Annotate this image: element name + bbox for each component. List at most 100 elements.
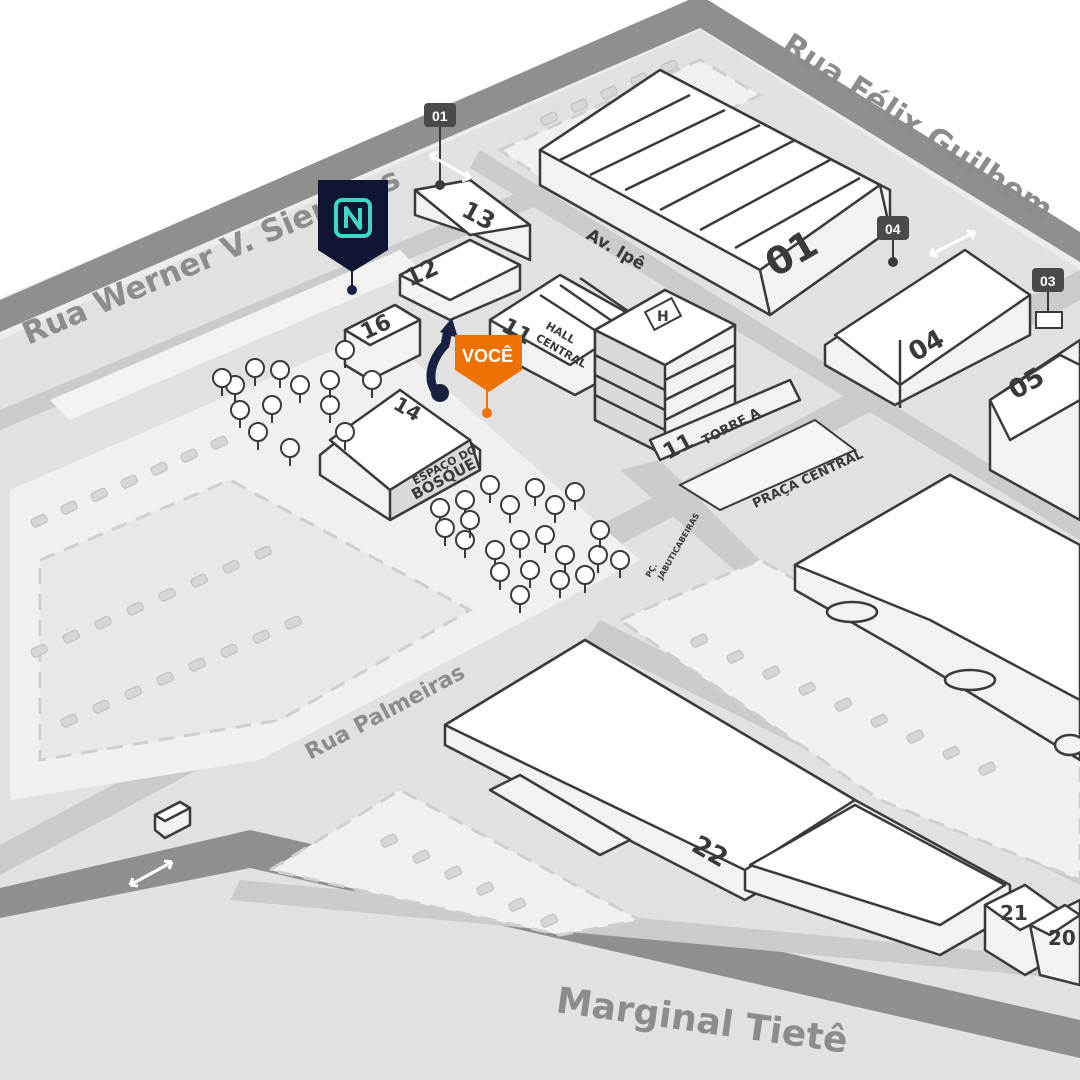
tree — [212, 368, 232, 396]
tree — [575, 565, 595, 593]
parked-car — [476, 881, 494, 896]
parked-car — [412, 849, 430, 864]
route-arrow-head-icon — [440, 318, 458, 338]
parked-car — [978, 761, 996, 776]
entry-arrow-icon — [428, 150, 472, 183]
gate-04-label: 04 — [885, 221, 901, 237]
tree — [270, 360, 290, 388]
parked-car — [570, 98, 588, 113]
tree — [290, 375, 310, 403]
parked-car — [870, 713, 888, 728]
parked-car — [254, 545, 272, 560]
parked-car — [220, 643, 238, 658]
parked-car — [158, 587, 176, 602]
east-warehouse[interactable] — [793, 473, 1080, 762]
parked-car — [90, 487, 108, 502]
parked-car — [942, 745, 960, 760]
parked-car — [92, 699, 110, 714]
tree — [565, 482, 585, 510]
tree — [435, 518, 455, 546]
helipad-label: H — [657, 309, 669, 325]
parked-cars — [30, 59, 996, 928]
gate-04[interactable]: 04 — [877, 216, 977, 267]
parked-car — [762, 665, 780, 680]
kiosk-southwest — [153, 800, 192, 840]
parked-car — [188, 657, 206, 672]
parked-car — [600, 85, 618, 100]
building-01[interactable]: 01 — [538, 68, 892, 317]
tree — [362, 370, 382, 398]
parked-car — [508, 897, 526, 912]
you-are-here-marker[interactable]: VOCÊ — [455, 335, 522, 418]
tree — [500, 495, 520, 523]
tree — [335, 340, 355, 368]
tree — [590, 520, 610, 548]
building-04[interactable]: 04 — [823, 248, 1032, 408]
tree — [535, 525, 555, 553]
parked-car — [180, 448, 198, 463]
tree — [485, 540, 505, 568]
tree — [262, 395, 282, 423]
parked-car — [120, 474, 138, 489]
parked-car — [124, 685, 142, 700]
parked-car — [834, 697, 852, 712]
parked-car — [60, 713, 78, 728]
tree — [550, 570, 570, 598]
parked-car — [690, 633, 708, 648]
entry-arrow-icon — [128, 859, 174, 888]
tree — [510, 530, 530, 558]
parked-car — [540, 111, 558, 126]
parking-lot-south — [266, 788, 645, 937]
tree — [525, 478, 545, 506]
parked-car — [210, 435, 228, 450]
building-20-number: 20 — [1048, 926, 1076, 950]
parked-car — [94, 615, 112, 630]
building-11-torre-a[interactable]: H 11 TORRE A — [593, 288, 802, 465]
building-20[interactable]: 20 — [1028, 898, 1080, 987]
building-05[interactable]: 05 — [988, 338, 1080, 522]
parked-car — [62, 629, 80, 644]
you-are-here-label: VOCÊ — [462, 345, 513, 366]
parked-car — [252, 629, 270, 644]
entry-arrow-icon — [928, 229, 977, 258]
tree — [610, 550, 630, 578]
building-13[interactable]: 13 — [413, 178, 532, 262]
building-12[interactable]: 12 — [398, 238, 522, 322]
tree — [490, 562, 510, 590]
parked-car — [30, 513, 48, 528]
gate-03[interactable]: 03 — [1032, 268, 1064, 329]
gate-01-label: 01 — [432, 108, 448, 124]
tree — [545, 495, 565, 523]
parked-car — [906, 729, 924, 744]
parked-car — [284, 615, 302, 630]
parked-car — [540, 913, 558, 928]
tree — [280, 438, 300, 466]
parked-car — [60, 500, 78, 515]
gate-03-label: 03 — [1040, 273, 1056, 289]
tree — [510, 585, 530, 613]
tree — [230, 400, 250, 428]
brand-location-marker[interactable] — [318, 180, 388, 295]
tree — [460, 510, 480, 538]
building-21-number: 21 — [1000, 901, 1028, 925]
parked-car — [444, 865, 462, 880]
tree — [588, 545, 608, 573]
parked-car — [222, 559, 240, 574]
tree — [335, 422, 355, 450]
building-22[interactable]: 22 — [443, 638, 1012, 957]
tree — [320, 370, 340, 398]
parked-car — [30, 643, 48, 658]
tree — [248, 422, 268, 450]
trees-bosque — [212, 340, 630, 613]
tree — [245, 358, 265, 386]
tree — [480, 475, 500, 503]
parked-car — [190, 573, 208, 588]
tree — [520, 560, 540, 588]
parked-car — [156, 671, 174, 686]
route-arrow — [426, 318, 458, 402]
gate-01[interactable]: 01 — [424, 103, 472, 190]
parked-car — [150, 461, 168, 476]
parked-car — [726, 649, 744, 664]
building-16[interactable]: 16 — [343, 303, 422, 382]
